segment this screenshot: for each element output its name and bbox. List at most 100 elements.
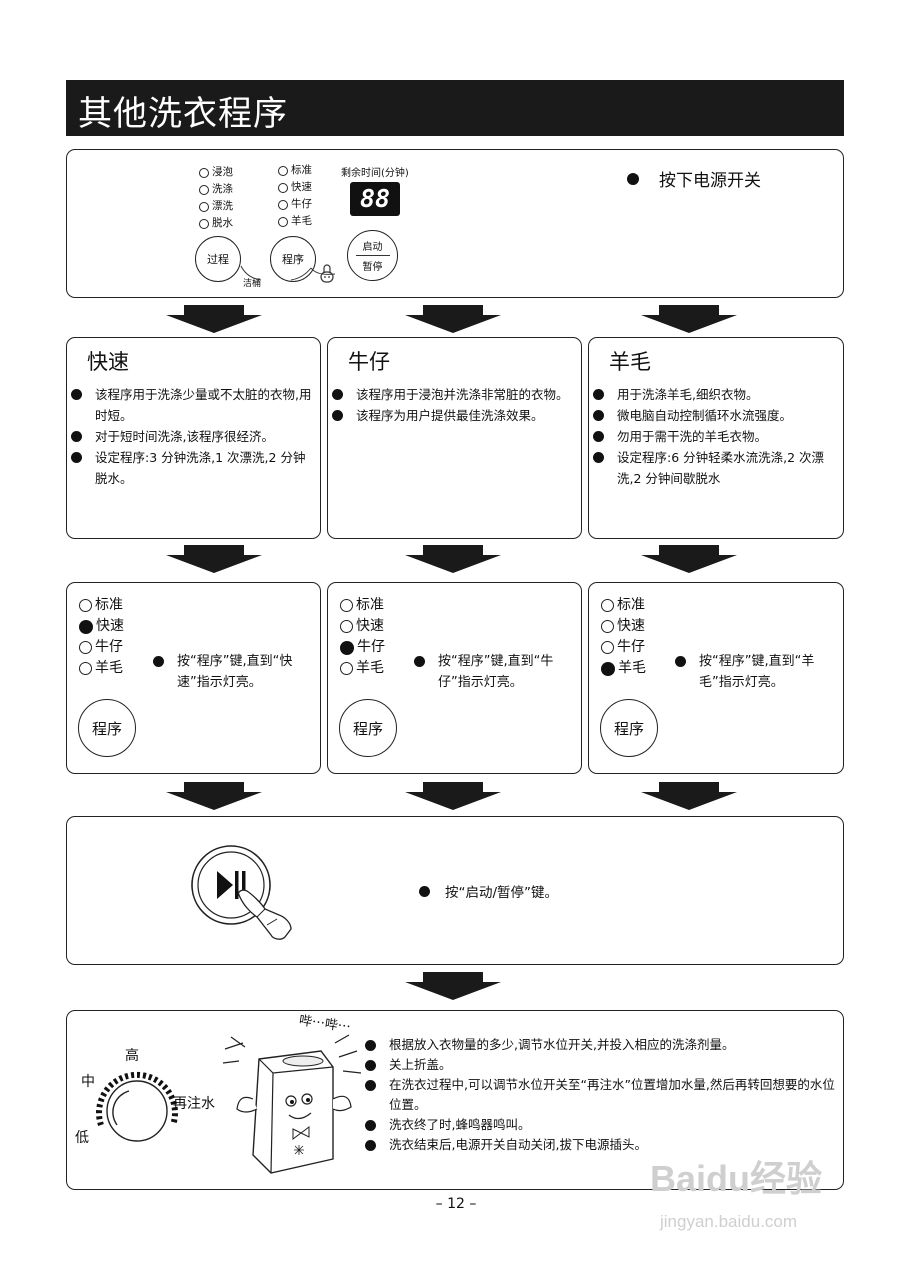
page-number: – 12 –: [435, 1196, 477, 1212]
select-card-jeans: 标准 快速 牛仔 羊毛 按“程序”键,直到“牛仔”指示灯亮。 程序: [327, 582, 582, 774]
program-indicator-list: 标准 快速 牛仔 羊毛: [79, 595, 124, 679]
program-indicator-list: 标准 快速 牛仔 羊毛: [601, 595, 646, 679]
bullet-item: 该程序为用户提供最佳洗涤效果。: [330, 405, 578, 426]
clean-tub-label: 洁桶: [243, 279, 262, 289]
time-display: 88: [350, 182, 400, 216]
bullet-icon: [153, 656, 164, 667]
program-card-quick: 快速 该程序用于洗涤少量或不太脏的衣物,用时短。 对于短时间洗涤,该程序很经济。…: [66, 337, 321, 539]
program-title: 羊毛: [609, 350, 651, 374]
select-instruction: 按“程序”键,直到“羊毛”指示灯亮。: [673, 651, 833, 693]
bullet-item: 关上折盖。: [363, 1055, 839, 1075]
indicator-standard: 标准: [278, 162, 312, 179]
indicator-off-icon: [601, 641, 614, 654]
indicator-off-icon: [79, 662, 92, 675]
start-pause-button[interactable]: 启动 暂停: [347, 230, 398, 281]
final-step-bullets: 根据放入衣物量的多少,调节水位开关,并投入相应的洗涤剂量。 关上折盖。 在洗衣过…: [363, 1035, 839, 1155]
bullet-icon: [71, 389, 82, 400]
indicator-on-icon: [601, 661, 615, 676]
bullet-icon: [593, 410, 604, 421]
indicator-off-icon: [601, 620, 614, 633]
bullet-icon: [593, 431, 604, 442]
program-title: 牛仔: [348, 350, 390, 374]
select-card-quick: 标准 快速 牛仔 羊毛 按“程序”键,直到“快速”指示灯亮。 程序: [66, 582, 321, 774]
section-header: 其他洗衣程序: [66, 80, 844, 136]
program-button[interactable]: 程序: [270, 236, 316, 282]
start-step-box: 按“启动/暂停”键。: [66, 816, 844, 965]
bullet-item: 勿用于需干洗的羊毛衣物。: [591, 426, 839, 447]
down-arrow-icon: [641, 305, 737, 333]
indicator-off-icon: [340, 599, 353, 612]
indicator-on-icon: [79, 619, 93, 634]
watermark-brand: Baidu经验: [650, 1158, 823, 1199]
bullet-item: 该程序用于洗涤少量或不太脏的衣物,用时短。: [69, 384, 317, 426]
knob-label-low: 低: [75, 1130, 89, 1146]
bullet-item: 设定程序:3 分钟洗涤,1 次漂洗,2 分钟脱水。: [69, 447, 317, 489]
down-arrow-icon: [405, 972, 501, 1000]
indicator-quick: 快速: [79, 616, 124, 637]
indicator-rinse: 漂洗: [199, 198, 233, 215]
knob-label-high: 高: [125, 1048, 139, 1064]
indicator-spin: 脱水: [199, 215, 233, 232]
bullet-icon: [365, 1080, 376, 1091]
indicator-wool: 羊毛: [601, 658, 646, 679]
indicator-standard: 标准: [340, 595, 385, 616]
indicator-quick: 快速: [340, 616, 385, 637]
bullet-icon: [332, 410, 343, 421]
indicator-light-icon: [199, 167, 209, 178]
bullet-item: 该程序用于浸泡并洗涤非常脏的衣物。: [330, 384, 578, 405]
indicator-off-icon: [340, 620, 353, 633]
indicator-jeans: 牛仔: [601, 637, 646, 658]
indicator-standard: 标准: [79, 595, 124, 616]
bullet-item: 根据放入衣物量的多少,调节水位开关,并投入相应的洗涤剂量。: [363, 1035, 839, 1055]
indicator-on-icon: [340, 640, 354, 655]
down-arrow-icon: [641, 782, 737, 810]
indicator-quick: 快速: [278, 179, 312, 196]
program-bullets: 用于洗涤羊毛,细织衣物。 微电脑自动控制循环水流强度。 勿用于需干洗的羊毛衣物。…: [591, 384, 839, 489]
indicator-light-icon: [278, 165, 288, 176]
bullet-icon: [365, 1040, 376, 1051]
indicator-light-icon: [199, 201, 209, 212]
power-instruction: 按下电源开关: [627, 166, 761, 191]
bullet-item: 洗衣终了时,蜂鸣器鸣叫。: [363, 1115, 839, 1135]
indicator-off-icon: [79, 599, 92, 612]
indicator-light-icon: [278, 182, 288, 193]
process-button[interactable]: 过程: [195, 236, 241, 282]
bullet-icon: [414, 656, 425, 667]
indicator-light-icon: [278, 199, 288, 210]
bullet-icon: [627, 172, 639, 185]
down-arrow-icon: [405, 305, 501, 333]
bullet-icon: [365, 1140, 376, 1151]
program-button[interactable]: 程序: [78, 699, 136, 757]
remaining-time-label: 剩余时间(分钟): [341, 168, 409, 179]
program-card-jeans: 牛仔 该程序用于浸泡并洗涤非常脏的衣物。 该程序为用户提供最佳洗涤效果。: [327, 337, 582, 539]
bullet-item: 洗衣结束后,电源开关自动关闭,拔下电源插头。: [363, 1135, 839, 1155]
program-button[interactable]: 程序: [339, 699, 397, 757]
indicator-light-icon: [199, 184, 209, 195]
bullet-icon: [71, 452, 82, 463]
indicator-jeans: 牛仔: [340, 637, 385, 658]
program-card-wool: 羊毛 用于洗涤羊毛,细织衣物。 微电脑自动控制循环水流强度。 勿用于需干洗的羊毛…: [588, 337, 844, 539]
indicator-standard: 标准: [601, 595, 646, 616]
indicator-off-icon: [340, 662, 353, 675]
program-bullets: 该程序用于洗涤少量或不太脏的衣物,用时短。 对于短时间洗涤,该程序很经济。 设定…: [69, 384, 317, 489]
bullet-icon: [365, 1060, 376, 1071]
bullet-item: 用于洗涤羊毛,细织衣物。: [591, 384, 839, 405]
water-level-knob-icon[interactable]: [81, 1055, 191, 1165]
bullet-item: 微电脑自动控制循环水流强度。: [591, 405, 839, 426]
program-indicator-list: 标准 快速 牛仔 羊毛: [340, 595, 385, 679]
bullet-icon: [332, 389, 343, 400]
indicator-wool: 羊毛: [340, 658, 385, 679]
indicator-soak: 浸泡: [199, 164, 233, 181]
control-panel-box: 浸泡 洗涤 漂洗 脱水 标准 快速 牛仔 羊毛 剩余时间(分钟) 88 过程 程…: [66, 149, 844, 298]
down-arrow-icon: [405, 545, 501, 573]
bullet-icon: [71, 431, 82, 442]
indicator-light-icon: [199, 218, 209, 229]
knob-label-mid: 中: [81, 1074, 95, 1090]
start-instruction: 按“启动/暂停”键。: [419, 881, 558, 901]
program-indicators: 标准 快速 牛仔 羊毛: [278, 162, 312, 230]
indicator-jeans: 牛仔: [79, 637, 124, 658]
process-indicators: 浸泡 洗涤 漂洗 脱水: [199, 164, 233, 232]
program-button[interactable]: 程序: [600, 699, 658, 757]
indicator-quick: 快速: [601, 616, 646, 637]
press-start-button-icon[interactable]: [187, 843, 297, 947]
